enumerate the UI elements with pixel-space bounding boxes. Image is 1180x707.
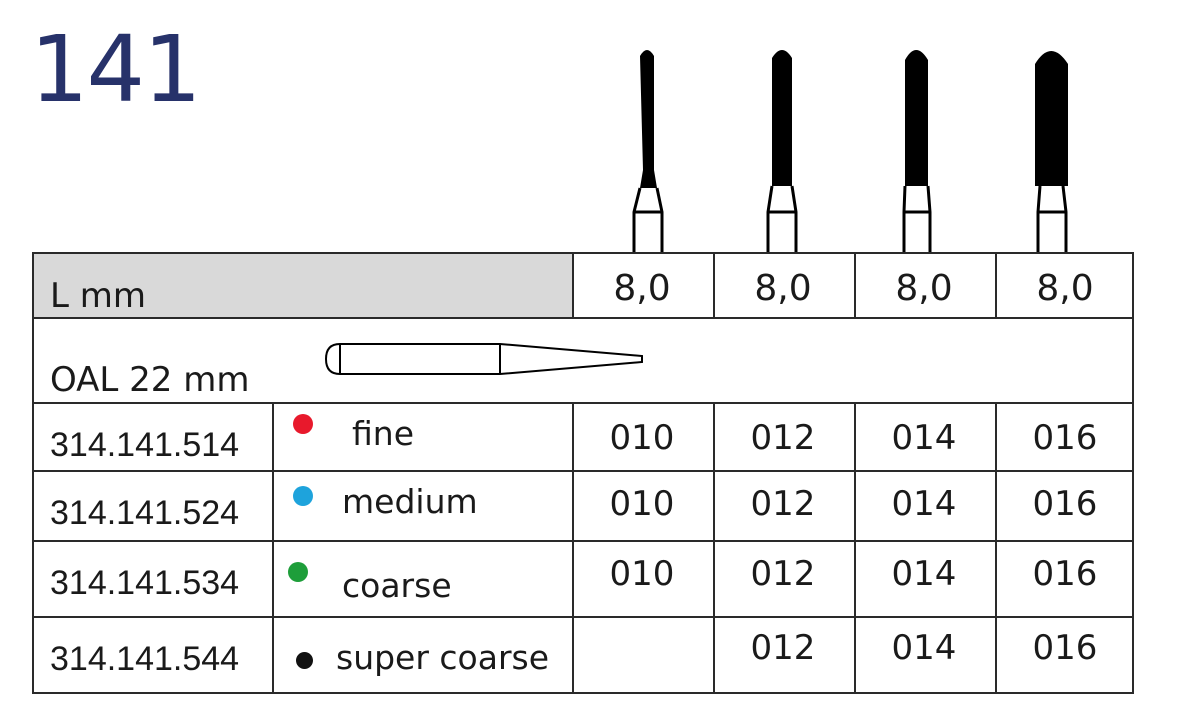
size-cell: 010: [609, 418, 675, 458]
size-cell: 012: [750, 628, 816, 668]
grit-label: super coarse: [336, 638, 550, 677]
length-value: 8,0: [1036, 268, 1094, 309]
length-label: L mm: [50, 276, 146, 316]
size-cell: 012: [750, 554, 816, 594]
grit-label: coarse: [342, 566, 452, 605]
grit-dot-green: [288, 562, 308, 582]
length-value: 8,0: [613, 268, 671, 309]
product-number-title: 141: [30, 16, 202, 123]
bur-illustrations: [632, 50, 1068, 252]
bur-icon-2: [766, 50, 798, 252]
size-cell: 012: [750, 418, 816, 458]
article-number: 314.141.544: [50, 640, 240, 678]
bur-icon-3: [902, 50, 932, 252]
size-cell: 010: [609, 554, 675, 594]
bur-outline-icon: [324, 343, 643, 375]
oal-label: OAL 22 mm: [50, 360, 250, 400]
length-value: 8,0: [895, 268, 953, 309]
size-cell: 012: [750, 484, 816, 524]
size-cell: 010: [609, 484, 675, 524]
grit-dot-black: [296, 652, 313, 669]
size-cell: 016: [1032, 554, 1098, 594]
article-number: 314.141.514: [50, 426, 240, 464]
grit-dot-blue: [293, 486, 313, 506]
size-cell: 014: [891, 554, 957, 594]
grit-label: medium: [342, 482, 478, 521]
bur-icon-1: [632, 50, 664, 252]
grit-label: fine: [352, 414, 415, 453]
grit-dot-red: [293, 414, 313, 434]
article-number: 314.141.524: [50, 494, 240, 532]
article-number: 314.141.534: [50, 564, 240, 602]
size-cell: 014: [891, 418, 957, 458]
product-table: L mm 8,0 8,0 8,0 8,0 OAL 22 mm 314.141.5…: [32, 252, 1134, 694]
size-cell: 014: [891, 484, 957, 524]
bur-icon-4: [1035, 51, 1068, 252]
size-cell: 016: [1032, 484, 1098, 524]
size-cell: 016: [1032, 418, 1098, 458]
length-header-cell: L mm: [34, 254, 572, 318]
length-value: 8,0: [754, 268, 812, 309]
size-cell: 014: [891, 628, 957, 668]
size-cell: 016: [1032, 628, 1098, 668]
